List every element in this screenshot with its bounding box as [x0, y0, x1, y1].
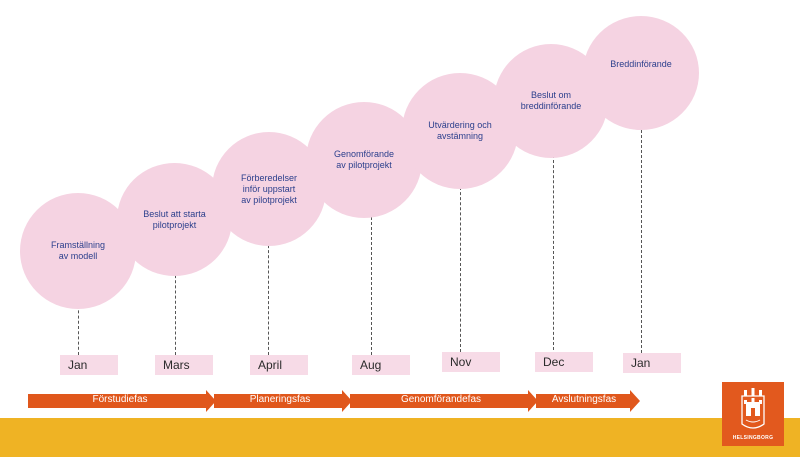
month-box-3: April: [250, 355, 308, 375]
phase-arrows: [28, 390, 640, 412]
month-box-6: Dec: [535, 352, 593, 372]
milestone-label: Beslut om breddinförande: [520, 90, 582, 111]
milestone-label: Förberedelser inför uppstart av pilotpro…: [240, 172, 298, 205]
stem-3: [268, 240, 269, 355]
phase-arrow-1: [28, 390, 216, 412]
stem-5: [460, 182, 461, 352]
phase-arrow-4: [536, 390, 640, 412]
month-box-1: Jan: [60, 355, 118, 375]
helsingborg-logo: HELSINGBORG: [722, 382, 784, 446]
helsingborg-crest-icon: [741, 388, 765, 429]
phase-label-3: Genomförandefas: [400, 394, 482, 405]
milestone-circle-7: Breddinförande: [583, 16, 699, 130]
milestone-label: Utvärdering och avstämning: [428, 120, 492, 141]
month-box-5: Nov: [442, 352, 500, 372]
stem-6: [553, 155, 554, 350]
milestone-label: Beslut att starta pilotprojekt: [143, 208, 206, 230]
stem-7: [641, 125, 642, 353]
phase-arrow-3: [350, 390, 538, 412]
stem-4: [371, 212, 372, 355]
phase-label-2: Planeringsfas: [249, 394, 311, 405]
phase-arrow-2: [214, 390, 352, 412]
milestone-label: Genomförande av pilotprojekt: [333, 149, 395, 170]
bottom-band: [0, 418, 800, 457]
month-box-7: Jan: [623, 353, 681, 373]
phase-label-4: Avslutningsfas: [551, 394, 617, 405]
month-box-2: Mars: [155, 355, 213, 375]
stem-2: [175, 270, 176, 355]
logo-text: HELSINGBORG: [732, 435, 774, 441]
phase-label-1: Förstudiefas: [92, 394, 148, 405]
milestone-circle-1: Framställning av modell: [20, 193, 136, 309]
milestone-label: Framställning av modell: [50, 240, 106, 261]
milestone-label: Breddinförande: [610, 59, 672, 69]
month-box-4: Aug: [352, 355, 410, 375]
stem-1: [78, 300, 79, 355]
